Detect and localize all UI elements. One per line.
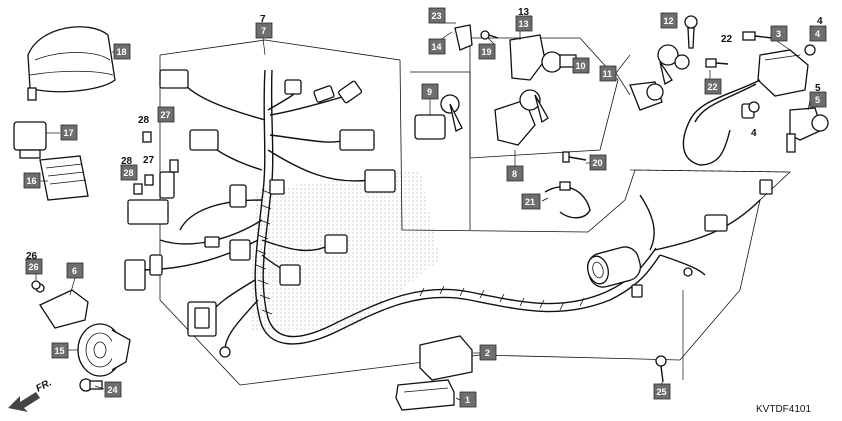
svg-text:28: 28 (124, 168, 134, 178)
callout-15: 15 (51, 342, 69, 359)
main-wire-harness (124, 69, 773, 358)
svg-text:27: 27 (161, 110, 171, 120)
label-13: 13 (518, 7, 530, 18)
part-22-bolt (705, 31, 773, 68)
callout-11: 11 (599, 65, 617, 82)
part-24-bolt (79, 378, 103, 392)
callout-16: 16 (23, 172, 41, 189)
callout-10: 10 (572, 57, 590, 74)
label-26: 26 (26, 251, 38, 262)
label-28: 28 (121, 156, 133, 167)
callout-13: 13 (515, 15, 533, 32)
part-12-key (684, 15, 698, 49)
svg-text:7: 7 (261, 26, 266, 36)
svg-text:5: 5 (815, 95, 820, 105)
part-3-ignition-coil (682, 49, 809, 166)
part-20-bolt (562, 151, 587, 163)
sub-assembly-frame (629, 169, 791, 173)
part-5-plug-cap (786, 107, 829, 153)
label-4: 4 (751, 128, 757, 139)
label-28-top: 28 (138, 115, 150, 126)
callout-27: 27 (157, 106, 175, 123)
svg-text:25: 25 (657, 387, 667, 397)
callout-26: 26 (25, 258, 43, 275)
callout-28: 28 (120, 164, 138, 181)
part-4-nut (748, 44, 816, 113)
svg-text:19: 19 (482, 47, 492, 57)
part-1-block (395, 379, 455, 411)
callout-22: 22 (704, 78, 722, 95)
callout-8: 8 (506, 165, 524, 182)
callout-6: 6 (66, 262, 84, 279)
part-16-module (39, 155, 89, 201)
part-8-lock (494, 89, 549, 146)
part-13-lock (509, 34, 577, 81)
svg-text:1: 1 (465, 395, 470, 405)
svg-text:9: 9 (427, 87, 432, 97)
part-11-key-locks (629, 44, 690, 111)
callout-7: 7 (255, 22, 273, 39)
part-18-cover (27, 26, 116, 101)
svg-text:10: 10 (576, 61, 586, 71)
part-2-block (419, 335, 473, 381)
callout-12: 12 (660, 12, 678, 29)
callout-23: 23 (428, 7, 446, 24)
svg-text:16: 16 (27, 176, 37, 186)
part-17-relay (13, 121, 47, 159)
callout-24: 24 (104, 381, 122, 398)
svg-text:6: 6 (72, 266, 77, 276)
callout-3: 3 (770, 25, 788, 42)
svg-text:4: 4 (815, 29, 820, 39)
part-9-switch (414, 94, 463, 140)
part-19-screw (480, 30, 499, 40)
callout-18: 18 (113, 43, 131, 60)
svg-text:18: 18 (117, 47, 127, 57)
callout-4: 4 (809, 25, 827, 42)
callout-9: 9 (421, 83, 439, 100)
label-27: 27 (143, 155, 155, 166)
fuses-27-28 (133, 131, 179, 195)
svg-text:15: 15 (55, 346, 65, 356)
callout-5: 5 (809, 91, 827, 108)
label-7: 7 (260, 14, 266, 25)
callout-2: 2 (479, 344, 497, 361)
svg-text:21: 21 (525, 197, 535, 207)
part-15-horn (77, 323, 131, 377)
svg-text:26: 26 (29, 262, 39, 272)
callout-21: 21 (521, 193, 541, 210)
svg-text:20: 20 (593, 158, 603, 168)
part-14-clip (454, 24, 473, 51)
svg-text:12: 12 (664, 16, 674, 26)
diagram-code: KVTDF4101 (756, 404, 811, 415)
svg-text:11: 11 (603, 69, 613, 79)
part-6-bracket (35, 283, 89, 329)
callout-14: 14 (428, 38, 446, 55)
part-26-bolt (31, 280, 41, 290)
svg-text:3: 3 (776, 29, 781, 39)
svg-text:8: 8 (512, 169, 517, 179)
callout-20: 20 (589, 154, 607, 171)
key-set-frame (469, 37, 619, 159)
svg-text:14: 14 (432, 42, 442, 52)
part-25-bolt (655, 355, 667, 383)
svg-text:24: 24 (108, 385, 118, 395)
svg-text:2: 2 (485, 348, 490, 358)
svg-text:17: 17 (64, 128, 74, 138)
label-5: 5 (815, 83, 821, 94)
label-22: 22 (721, 34, 733, 45)
callout-19: 19 (478, 43, 496, 60)
svg-text:22: 22 (708, 82, 718, 92)
callout-1: 1 (459, 391, 477, 408)
callout-25: 25 (653, 383, 671, 400)
direction-label: FR. (34, 377, 53, 394)
label-4-top: 4 (817, 16, 823, 27)
svg-text:13: 13 (519, 19, 529, 29)
callout-17: 17 (60, 124, 78, 141)
svg-text:23: 23 (432, 11, 442, 21)
part-21-band (544, 181, 591, 219)
front-direction-arrow: FR. (8, 377, 54, 412)
